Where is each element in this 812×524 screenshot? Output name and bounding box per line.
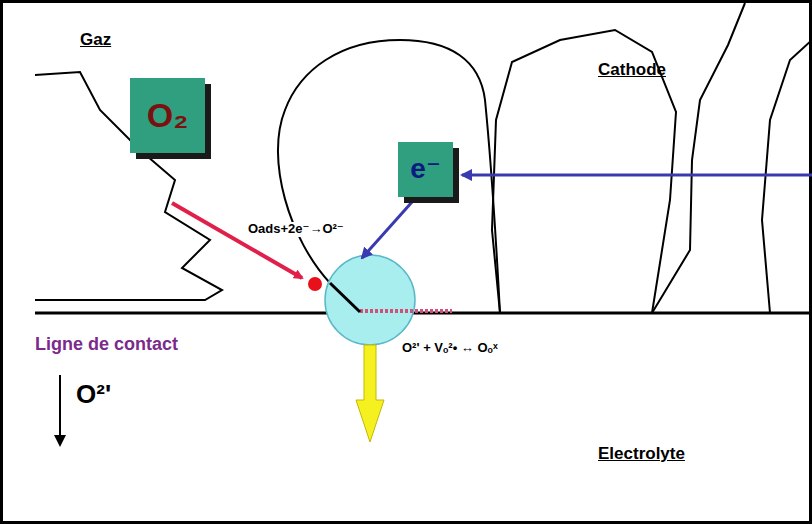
species-box: O₂ (130, 78, 205, 153)
zone-label: Ligne de contact (35, 334, 178, 355)
electron-flow-arrow (462, 174, 812, 177)
reaction-zone (325, 255, 415, 345)
grain-outline (492, 30, 676, 313)
ion-label: O²' (76, 380, 111, 410)
phase-label: Cathode (598, 60, 666, 80)
species-symbol: e⁻ (410, 154, 440, 185)
electrolyte-boundary (35, 312, 812, 315)
ion-direction-arrow (59, 375, 61, 445)
particle-outline (35, 72, 222, 300)
reaction-equation: Oads+2e⁻→O²⁻ (246, 222, 346, 237)
adsorbed-oxygen (308, 277, 322, 291)
species-symbol: O₂ (147, 97, 189, 134)
electron-flow-arrow (362, 202, 412, 258)
oxygen-flow-arrow (172, 203, 302, 278)
phase-label: Electrolyte (598, 444, 685, 464)
contact-line (360, 309, 452, 313)
species-box: e⁻ (398, 142, 453, 197)
reaction-equation: O²' + Vₒ²• ↔ Oₒˣ (400, 341, 500, 356)
ion-flow-arrow (356, 345, 384, 442)
grain-edge (330, 283, 360, 312)
phase-label: Gaz (80, 30, 111, 50)
grain-outline (652, 3, 745, 313)
